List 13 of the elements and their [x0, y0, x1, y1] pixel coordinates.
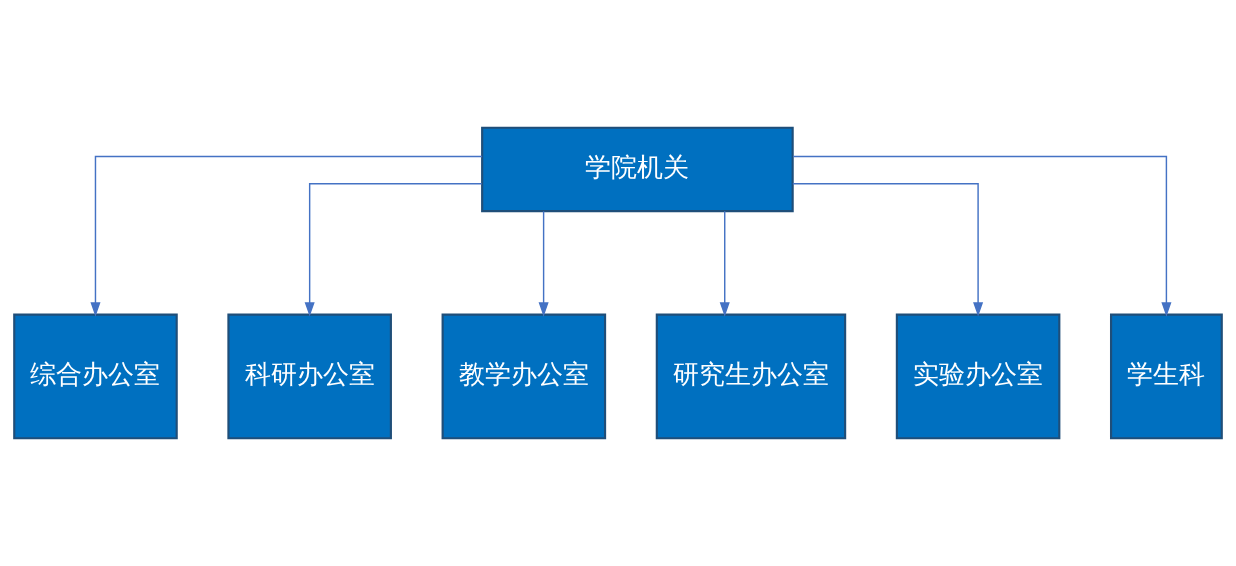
node-box: 教学办公室 — [441, 313, 607, 440]
node-box: 科研办公室 — [227, 313, 392, 440]
arrow — [719, 210, 730, 317]
arrow — [792, 183, 984, 317]
arrow — [538, 210, 549, 317]
node-box: 学院机关 — [481, 126, 794, 213]
arrow — [90, 155, 483, 317]
arrow — [304, 183, 483, 317]
node-box: 实验办公室 — [895, 313, 1061, 440]
node-box: 综合办公室 — [13, 313, 178, 440]
node-box: 研究生办公室 — [655, 313, 847, 440]
node-box: 学生科 — [1110, 313, 1223, 440]
arrow — [792, 155, 1172, 317]
